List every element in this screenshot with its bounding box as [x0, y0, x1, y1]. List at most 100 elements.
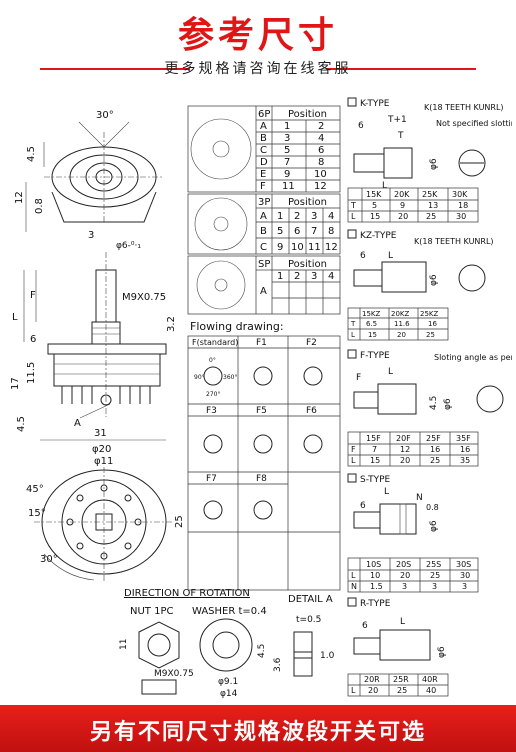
dim-25: 25	[174, 515, 185, 528]
kz-dim-phi6: φ6	[429, 274, 439, 286]
s-cell: N	[351, 582, 357, 591]
kz-dim-L: L	[388, 251, 393, 261]
s-dim-L: L	[384, 487, 389, 497]
kz-cell: 11.6	[394, 320, 410, 328]
s-cell: 20	[400, 571, 410, 580]
r-cell: 25	[397, 686, 407, 695]
rotation-label: DIRECTION OF ROTATION	[124, 588, 250, 599]
table-6p-cell: 1	[284, 121, 290, 132]
dim-0-8: 0.8	[34, 198, 45, 214]
f-cell: 16	[430, 445, 440, 454]
dim-11: 11	[119, 639, 129, 650]
kz-cell: 6.5	[366, 320, 377, 328]
s-col: 10S	[366, 560, 381, 569]
f-cell: 35	[460, 456, 470, 465]
dim-3: 3	[88, 230, 94, 241]
r-col: 20R	[364, 675, 380, 684]
table-6p-cell: F	[260, 181, 266, 192]
table-3p-cell: 3	[311, 211, 317, 222]
table-3p-cell: 12	[325, 242, 338, 253]
title-rule-right	[326, 68, 476, 70]
kz-cell: 25	[426, 331, 435, 339]
k-cell: 18	[458, 201, 468, 210]
s-col: 30S	[456, 560, 471, 569]
dim-t05: t=0.5	[296, 615, 321, 625]
kz-type-title: KZ-TYPE	[360, 231, 397, 241]
flow-label-f7: F7	[206, 474, 217, 484]
table-sp-col: 2	[294, 271, 300, 282]
dim-4-5c: 4.5	[257, 644, 267, 658]
k-cell: 15	[370, 212, 380, 221]
table-6p-cell: 11	[282, 181, 295, 192]
table-3p-cell: 6	[294, 226, 300, 237]
kz-type-note: K(18 TEETH KUNRL)	[414, 237, 494, 246]
table-sp: SP Position 1 2 3 4 A	[187, 255, 341, 315]
nut-label: NUT 1PC	[130, 606, 173, 617]
dim-4-5: 4.5	[26, 146, 37, 162]
table-sp-row: A	[260, 286, 267, 297]
table-3p-cell: B	[260, 226, 267, 237]
s-type-title: S-TYPE	[360, 475, 391, 485]
table-6p-cell: A	[260, 121, 267, 132]
table-6p-cell: 8	[318, 157, 324, 168]
s-col: 20S	[396, 560, 411, 569]
s-cell: 10	[370, 571, 380, 580]
dim-31: 31	[94, 428, 107, 439]
table-3p-cell: 8	[328, 226, 334, 237]
table-sp-col: 4	[328, 271, 334, 282]
dim-6: 6	[30, 334, 36, 345]
k-type-block: K-TYPE K(18 TEETH KUNRL) Not specified s…	[347, 97, 516, 223]
table-3p-cell: 5	[277, 226, 283, 237]
k-type-title: K-TYPE	[360, 99, 390, 109]
k-cell: 13	[428, 201, 438, 210]
f-cell: L	[351, 456, 356, 465]
flow-label-f3: F3	[206, 406, 217, 416]
r-dim-6: 6	[362, 621, 368, 631]
flow-deg-0: 0°	[209, 357, 216, 364]
f-dim-4-5: 4.5	[429, 396, 439, 410]
table-6p-cell: 7	[284, 157, 290, 168]
dim-phi9-1: φ9.1	[218, 677, 238, 687]
k-dim-t1: T+1	[387, 115, 407, 125]
k-cell: 20	[398, 212, 408, 221]
kz-cell: 15	[368, 331, 377, 339]
k-type-extra: Not specified slotting angle	[436, 119, 512, 128]
table-6p-cell: D	[260, 157, 268, 168]
footer-banner: 另有不同尺寸规格波段开关可选	[0, 705, 516, 752]
f-cell: 20	[400, 456, 410, 465]
kz-col: 15KZ	[362, 310, 380, 318]
dim-1-0: 1.0	[320, 651, 335, 661]
f-dim-phi6: φ6	[443, 398, 453, 410]
table-3p-position: Position	[288, 197, 327, 208]
s-cell: 30	[460, 571, 470, 580]
f-cell: F	[351, 445, 356, 454]
dim-3-2: 3.2	[166, 316, 177, 332]
page-title: 参考尺寸	[177, 15, 338, 56]
washer-label: WASHER t=0.4	[192, 606, 267, 617]
table-3p-cell: 11	[308, 242, 321, 253]
table-6p-cell: C	[260, 145, 267, 156]
f-col: 35F	[456, 434, 471, 443]
table-sp-position: Position	[288, 259, 327, 270]
k-cell: 30	[456, 212, 466, 221]
table-3p-cell: 9	[277, 242, 283, 253]
flow-label-f1: F1	[256, 338, 267, 348]
table-6p-cell: E	[260, 169, 266, 180]
table-6p-cell: 10	[314, 169, 327, 180]
f-dim-L: L	[388, 367, 393, 377]
dim-L: L	[12, 312, 18, 323]
k-cell: T	[350, 201, 356, 210]
s-dim-0-8: 0.8	[426, 503, 439, 512]
flow-deg-360: 360°	[223, 374, 237, 381]
k-col: 25K	[422, 190, 438, 199]
k-cell: L	[351, 212, 356, 221]
technical-drawing-sheet: 30° 4.5 12 0.8 3 φ6-⁰·₁ M9X0.75 F L 3.2 …	[4, 92, 516, 700]
header-banner: 参考尺寸 更多规格请咨询在线客服	[0, 0, 516, 90]
bottom-view: 31 φ20 φ11 45° 15° 30° 25	[26, 428, 185, 582]
dim-phi14: φ14	[220, 689, 238, 699]
f-cell: 16	[460, 445, 470, 454]
table-3p-cell: C	[260, 242, 267, 253]
dim-F: F	[30, 290, 36, 301]
